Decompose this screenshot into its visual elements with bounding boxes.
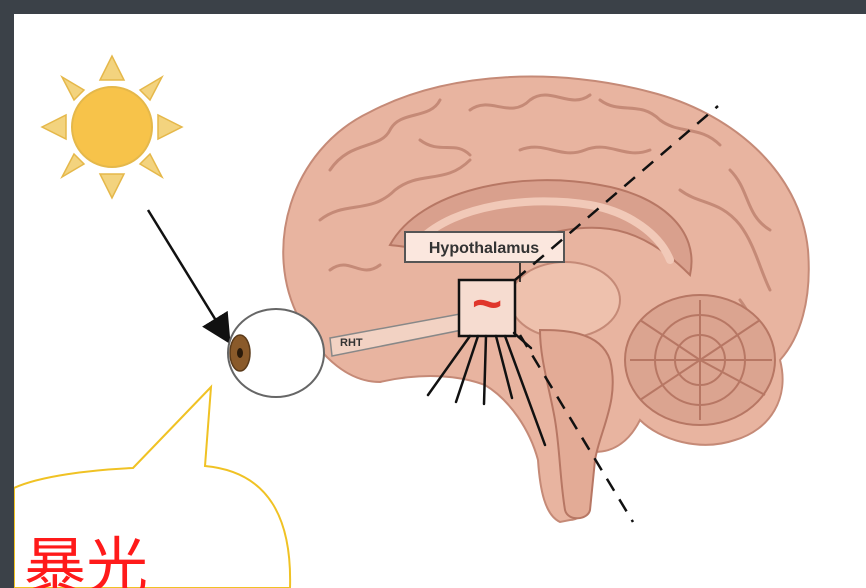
brain-illustration	[283, 77, 809, 522]
thalamus	[510, 262, 620, 338]
slide: RHT ~ Hypothalamus	[14, 14, 866, 588]
diagram: RHT ~ Hypothalamus	[14, 14, 866, 588]
pupil	[237, 348, 243, 358]
sun-ray	[140, 154, 162, 177]
sun-ray	[100, 174, 124, 198]
sun-disc	[72, 87, 152, 167]
hypothalamus-label: Hypothalamus	[429, 240, 539, 257]
callout-text: 暴光	[24, 533, 148, 588]
sun-ray	[62, 77, 84, 100]
sun-icon	[42, 56, 182, 198]
sun-ray	[62, 154, 84, 177]
light-arrow	[148, 210, 228, 340]
eye-icon	[228, 309, 324, 397]
sun-ray	[140, 77, 162, 100]
sun-ray	[158, 115, 182, 139]
rht-label: RHT	[340, 337, 363, 349]
sun-ray	[100, 56, 124, 80]
scn-oscillator-symbol: ~	[472, 275, 502, 333]
sun-ray	[42, 115, 66, 139]
cerebellum	[625, 295, 775, 425]
